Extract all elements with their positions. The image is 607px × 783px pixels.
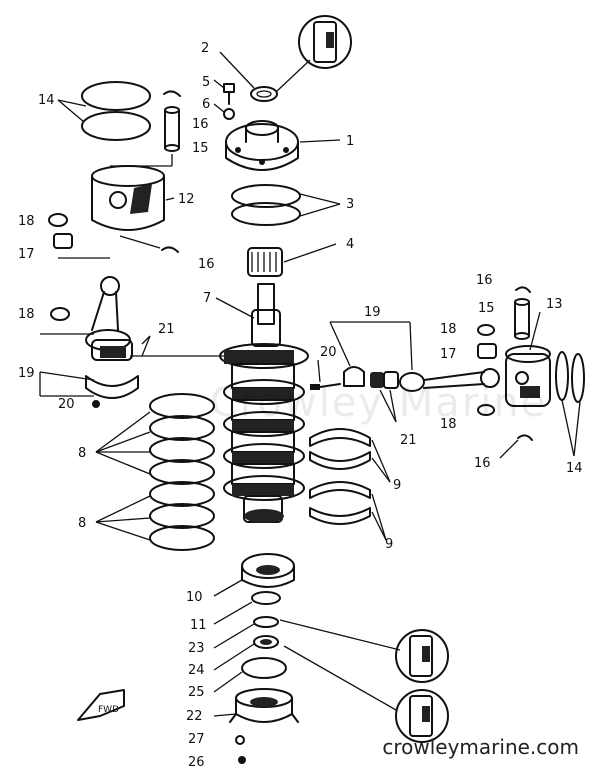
callout-18d: 18: [440, 417, 457, 432]
callout-6: 6: [202, 97, 210, 112]
part-rings-8: [149, 393, 215, 551]
callout-3: 3: [346, 197, 354, 212]
inset-seal-detail-top: [275, 15, 352, 93]
callout-1: 1: [346, 134, 354, 149]
callout-16d: 16: [474, 456, 491, 471]
callout-16b: 16: [198, 257, 215, 272]
callout-9a: 9: [393, 478, 401, 493]
inset-seal-detail-middle: [395, 629, 449, 683]
callout-24: 24: [188, 663, 205, 678]
part-connecting-rod-left: [85, 276, 139, 408]
callout-16a: 16: [192, 117, 209, 132]
callout-12: 12: [178, 192, 195, 207]
part-piston-rings-14-left: [81, 81, 151, 141]
part-washer-18-left: [48, 213, 68, 227]
part-clip-16-right-upper: [515, 286, 531, 293]
callout-15b: 15: [478, 301, 495, 316]
callout-20b: 20: [320, 345, 337, 360]
part-bearing-17-right: [477, 343, 497, 359]
part-bolt-5: [223, 83, 235, 105]
callout-labels: 1 2 3 4 5 6 7 8 8 9 9 10 11 12 13 14 14 …: [18, 41, 583, 770]
part-washer-18-right-lower: [477, 404, 495, 416]
callout-17b: 17: [440, 347, 457, 362]
callout-8a: 8: [78, 446, 86, 461]
part-bearing-housing-1: [225, 120, 299, 171]
callout-18c: 18: [440, 322, 457, 337]
part-clip-16-right-lower: [517, 434, 533, 441]
part-bearing-halves-9-upper: [309, 428, 371, 470]
svg-text:FWD: FWD: [98, 705, 119, 715]
part-washer-18-right: [477, 324, 495, 336]
part-crankshaft-7: [219, 283, 309, 523]
callout-11: 11: [190, 618, 207, 633]
callout-27: 27: [188, 732, 205, 747]
callout-19b: 19: [364, 305, 381, 320]
part-bolt-26: [238, 756, 246, 764]
part-bearing-halves-21-right: [343, 366, 399, 389]
part-piston-rings-14-right: [555, 351, 585, 403]
site-watermark: crowleymarine.com: [382, 735, 579, 759]
callout-22: 22: [186, 709, 203, 724]
callout-26: 26: [188, 755, 205, 770]
part-ring-11: [251, 591, 281, 605]
leader-lines-8: [95, 411, 151, 541]
inset-seal-detail-lower: [395, 689, 449, 743]
forward-arrow-icon: FWD: [77, 689, 125, 721]
part-washer-27: [235, 735, 245, 745]
callout-7: 7: [203, 291, 211, 306]
callout-18a: 18: [18, 214, 35, 229]
callout-16c: 16: [476, 273, 493, 288]
callout-9b: 9: [385, 537, 393, 552]
callout-19a: 19: [18, 366, 35, 381]
callout-14a: 14: [38, 93, 55, 108]
callout-23: 23: [188, 641, 205, 656]
callout-10: 10: [186, 590, 203, 605]
callout-21b: 21: [400, 433, 417, 448]
callout-25: 25: [188, 685, 205, 700]
part-seal-23: [253, 616, 279, 628]
part-piston-13: [505, 345, 551, 407]
callout-17a: 17: [18, 247, 35, 262]
callout-2: 2: [201, 41, 209, 56]
part-needle-bearing-4: [247, 247, 283, 277]
part-bearing-halves-9-lower: [309, 481, 371, 525]
callout-21a: 21: [158, 322, 175, 337]
part-piston-pin-15-right: [514, 298, 530, 340]
part-seal-24: [253, 635, 279, 649]
part-clip-16-lower-left: [161, 246, 179, 253]
callout-13: 13: [546, 297, 563, 312]
callout-18b: 18: [18, 307, 35, 322]
callout-5: 5: [202, 75, 210, 90]
callout-14b: 14: [566, 461, 583, 476]
callout-20a: 20: [58, 397, 75, 412]
part-piston-pin-15-upper: [164, 106, 180, 152]
part-oil-seal-2: [250, 86, 278, 102]
part-o-rings-3: [231, 184, 301, 226]
part-connecting-rod-right: [399, 368, 500, 392]
callout-8b: 8: [78, 516, 86, 531]
callout-4: 4: [346, 237, 354, 252]
part-o-ring-25: [241, 657, 287, 679]
part-bearing-17-left: [53, 233, 73, 249]
part-bolt-20-right: [310, 383, 341, 390]
faint-watermark: Crowley Marine: [210, 380, 548, 426]
part-bearing-10: [241, 553, 295, 588]
part-piston-12: [91, 165, 165, 231]
part-clip-16-upper: [163, 90, 181, 97]
callout-15a: 15: [192, 141, 209, 156]
part-washer-6: [223, 108, 235, 120]
part-lower-housing-22: [229, 688, 299, 723]
part-washer-18-left-lower: [50, 307, 70, 321]
